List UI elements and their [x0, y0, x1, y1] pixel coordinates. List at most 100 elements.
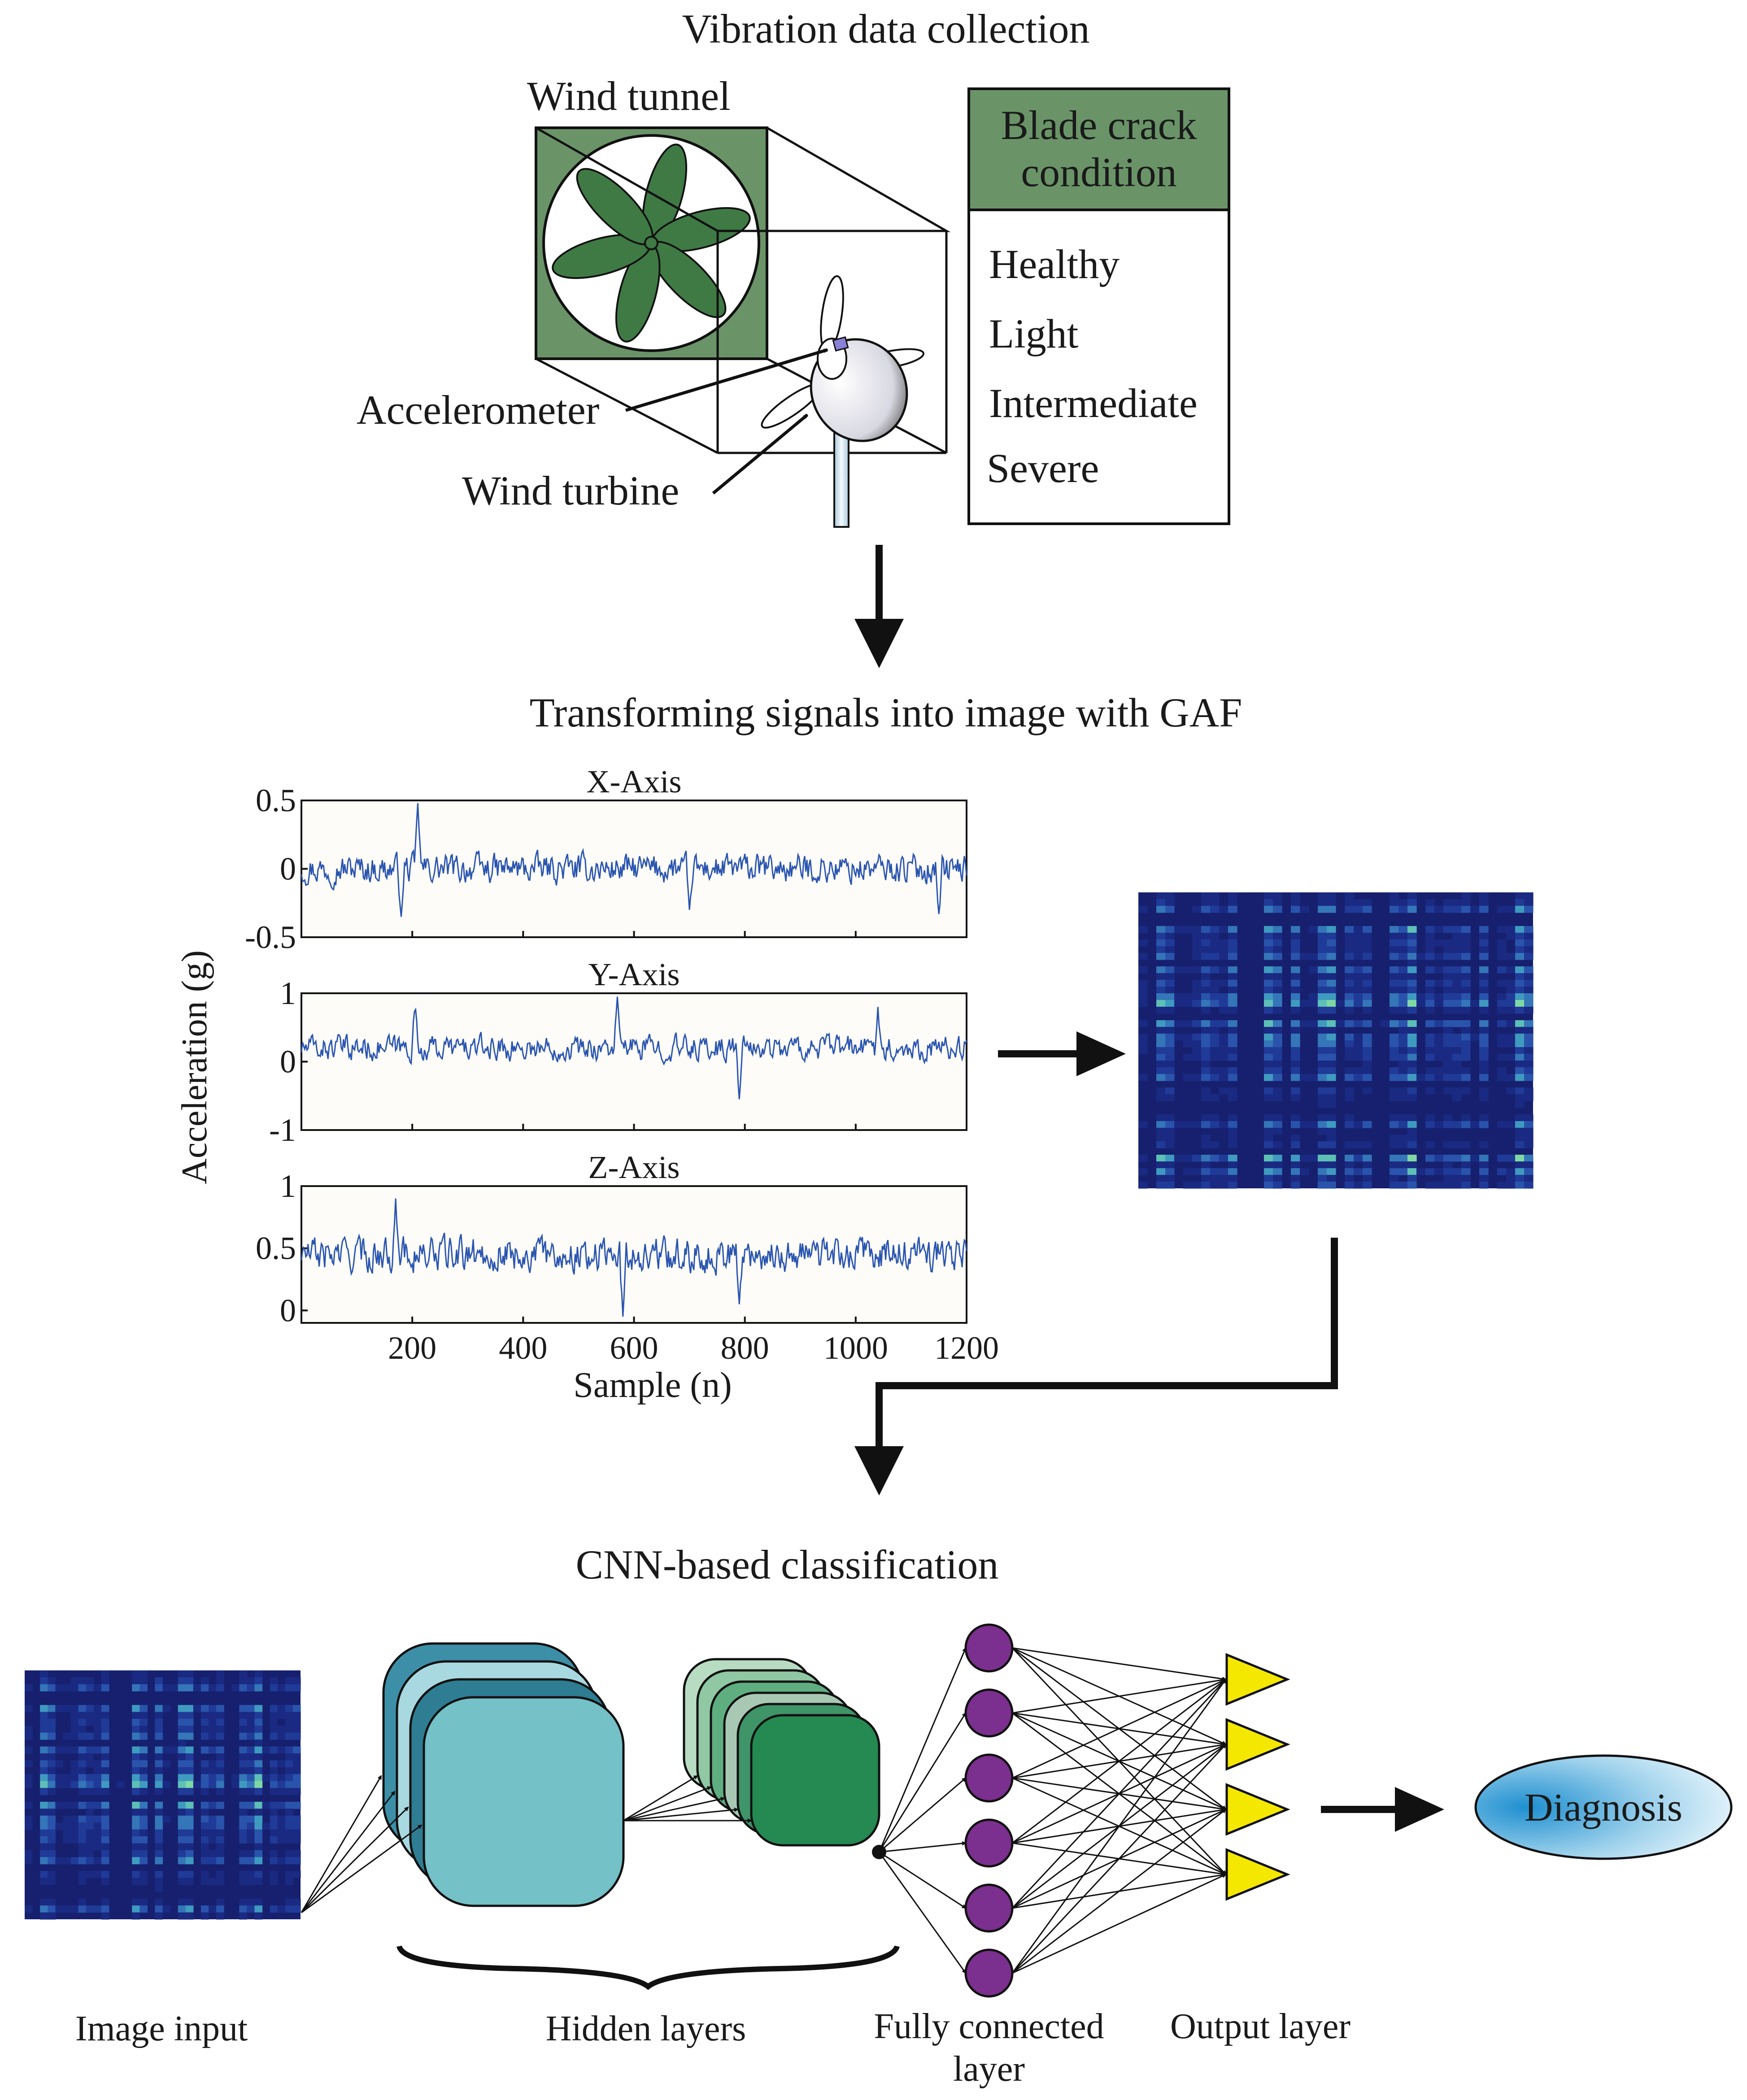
- gaf-cell: [1291, 953, 1300, 960]
- gaf-cell: [1327, 892, 1336, 900]
- gaf-cell: [1345, 1182, 1354, 1189]
- gaf-cell: [1345, 926, 1354, 933]
- gaf-cell: [1452, 899, 1462, 906]
- gaf-cell: [1264, 1034, 1273, 1041]
- gaf-cell: [40, 1712, 48, 1719]
- gaf-cell: [1479, 899, 1489, 906]
- fc-output-connection: [1012, 1647, 1227, 1681]
- gaf-cell: [70, 1815, 79, 1823]
- condition-header-line1: Blade crack: [1001, 102, 1197, 148]
- gaf-cell: [285, 1767, 293, 1774]
- gaf-cell: [55, 1781, 63, 1788]
- gaf-cell: [1515, 1027, 1525, 1034]
- gaf-cell: [1228, 1155, 1237, 1162]
- gaf-cell: [1156, 1182, 1166, 1189]
- gaf-cell: [178, 1732, 186, 1740]
- gaf-cell: [193, 1705, 201, 1713]
- gaf-cell: [1264, 1027, 1273, 1034]
- gaf-cell: [1273, 892, 1282, 900]
- gaf-cell: [1434, 980, 1444, 987]
- gaf-cell: [216, 1684, 224, 1691]
- gaf-cell: [185, 1774, 194, 1782]
- gaf-cell: [1425, 899, 1435, 906]
- gaf-cell: [1273, 1155, 1282, 1162]
- gaf-cell: [1210, 1168, 1220, 1175]
- gaf-cell: [185, 1781, 194, 1788]
- image-input-label: Image input: [75, 2009, 248, 2048]
- gaf-cell: [1264, 1135, 1273, 1142]
- gaf-cell: [1524, 939, 1534, 947]
- gaf-cell: [1515, 1040, 1525, 1048]
- gaf-cell: [1461, 1054, 1471, 1061]
- gaf-cell: [1318, 1054, 1327, 1061]
- gaf-cell: [270, 1871, 278, 1878]
- gaf-cell: [1390, 1047, 1399, 1054]
- gaf-cell: [254, 1829, 263, 1837]
- gaf-cell: [1524, 1168, 1534, 1175]
- gaf-cell: [1479, 1034, 1489, 1041]
- gaf-cell: [1515, 1047, 1525, 1054]
- gaf-cell: [1407, 966, 1417, 974]
- gaf-cell: [1524, 1054, 1534, 1061]
- gaf-cell: [178, 1788, 186, 1796]
- gaf-cell: [247, 1898, 255, 1906]
- gaf-cell: [1219, 1054, 1229, 1061]
- gaf-cell: [209, 1767, 217, 1774]
- gaf-cell: [1425, 993, 1435, 1000]
- gaf-cell: [86, 1815, 94, 1823]
- gaf-cell: [78, 1843, 87, 1851]
- gaf-cell: [86, 1843, 94, 1851]
- gaf-cell: [25, 1815, 33, 1823]
- gaf-cell: [1443, 899, 1453, 906]
- gaf-cell: [1327, 1155, 1336, 1162]
- gaf-cell: [1318, 1155, 1327, 1162]
- gaf-cell: [1138, 980, 1148, 987]
- gaf-cell: [55, 1857, 63, 1865]
- gaf-cell: [1390, 926, 1399, 933]
- gaf-cell: [254, 1732, 263, 1740]
- gaf-cell: [101, 1726, 109, 1733]
- gaf-cell: [1515, 1074, 1525, 1081]
- gaf-cell: [48, 1898, 56, 1906]
- gaf-cell: [1524, 953, 1534, 960]
- gaf-cell: [1165, 993, 1175, 1000]
- gaf-cell: [132, 1871, 140, 1878]
- gaf-cell: [48, 1836, 56, 1843]
- gaf-cell: [216, 1774, 224, 1782]
- gaf-cell: [1515, 953, 1525, 960]
- gaf-cell: [1210, 1074, 1220, 1081]
- gaf-cell: [1434, 1067, 1444, 1074]
- gaf-cell: [216, 1767, 224, 1774]
- gaf-cell: [1390, 892, 1399, 900]
- gaf-cell: [1291, 1061, 1300, 1068]
- gaf-cell: [78, 1788, 87, 1796]
- gaf-cell: [216, 1912, 224, 1920]
- gaf-cell: [1407, 960, 1417, 967]
- gaf-cell: [1156, 1175, 1166, 1182]
- gaf-cell: [1318, 973, 1327, 980]
- gaf-cell: [1273, 926, 1282, 933]
- gaf-cell: [132, 1760, 140, 1768]
- gaf-cell: [209, 1815, 217, 1823]
- gaf-cell: [1345, 993, 1354, 1000]
- gaf-cell: [1345, 899, 1354, 906]
- signal-line: [301, 1198, 967, 1317]
- gaf-cell: [1228, 892, 1237, 900]
- gaf-cell: [1165, 1027, 1175, 1034]
- gaf-cell: [1291, 1074, 1300, 1081]
- gaf-cell: [1210, 1040, 1220, 1048]
- gaf-cell: [1309, 926, 1318, 933]
- gaf-cell: [155, 1836, 163, 1843]
- gaf-cell: [55, 1760, 63, 1768]
- gaf-cell: [1479, 926, 1489, 933]
- gaf-cell: [25, 1760, 33, 1768]
- y-tick-label: -1: [269, 1112, 296, 1148]
- gaf-cell: [200, 1822, 209, 1830]
- gaf-cell: [247, 1878, 255, 1885]
- gaf-cell: [101, 1732, 109, 1740]
- gaf-cell: [254, 1857, 263, 1865]
- gaf-cell: [1452, 939, 1462, 947]
- gaf-cell: [178, 1857, 186, 1865]
- gaf-cell: [1165, 1067, 1175, 1074]
- hidden-output-node: [872, 1845, 886, 1859]
